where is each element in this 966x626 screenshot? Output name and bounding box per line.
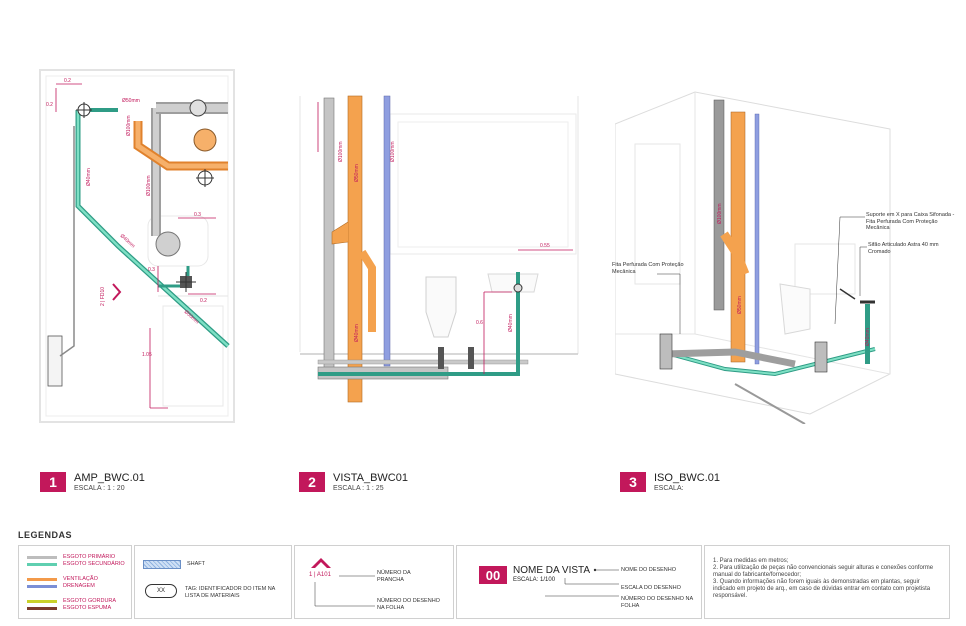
legend-notes: 1. Para medidas em metros; 2. Para utili… [704, 545, 950, 619]
legend-item: ESGOTO PRIMÁRIO [27, 554, 115, 560]
pipe-diameter-label: Ø50mm [737, 296, 743, 314]
color-swatch [27, 599, 57, 603]
dim-label: 0.55 [540, 243, 550, 249]
dim-label: 0.3 [148, 267, 155, 273]
section-drawing-label: NÚMERO DO DESENHO NA FOLHA [377, 598, 440, 611]
color-swatch [27, 606, 57, 610]
view-title-leader-lines [545, 568, 619, 597]
dim-label: 0.6 [476, 320, 483, 326]
legend-label: VENTILAÇÃO [63, 576, 98, 582]
view-scale: ESCALA: [654, 485, 684, 492]
view-sample-scale: ESCALA: 1/100 [513, 577, 556, 583]
dim-label: 0.2 [46, 102, 53, 108]
legend-label: ESGOTO ESPUMA [63, 605, 112, 611]
dim-label: 0.2 [64, 78, 71, 84]
legend-pipe-colors: ESGOTO PRIMÁRIO ESGOTO SECUNDÁRIO VENTIL… [18, 545, 132, 619]
legend-symbols: SHAFT XX TAG: IDENTIFICADOR DO ITEM NA L… [134, 545, 292, 619]
dim-label: 0.3 [194, 212, 201, 218]
section-leader-lines [314, 575, 375, 607]
legend-label: ESGOTO SECUNDÁRIO [63, 561, 125, 567]
section-number-label: NÚMERO DA PRANCHA [377, 570, 411, 583]
view-number-badge: 2 [299, 472, 325, 492]
legend-item: ESGOTO ESPUMA [27, 605, 111, 611]
shaft-hatch [143, 560, 181, 569]
legend-label: DRENAGEM [63, 583, 95, 589]
callout-support: Suporte em X para Caixa Sifonada - Fita … [866, 212, 955, 231]
legend-item: VENTILAÇÃO [27, 576, 98, 582]
color-swatch [27, 577, 57, 581]
section-symbol: 1 | A101 [309, 572, 331, 578]
view-name: AMP_BWC.01 [74, 472, 145, 484]
view-number-badge: 1 [40, 472, 66, 492]
shaft-label: SHAFT [187, 561, 206, 567]
dim-label: 0.2 [200, 298, 207, 304]
view-sample-name: NOME DA VISTA [513, 565, 591, 576]
color-swatch [27, 584, 57, 588]
view-title-1: 1 AMP_BWC.01 ESCALA : 1 : 20 [40, 472, 145, 493]
dim-label: 1.05 [142, 352, 152, 358]
scale-label: ESCALA DO DESENHO [621, 585, 681, 591]
pipe-diameter-label: Ø100mm [717, 203, 723, 224]
callout-siphon: Sifão Articulado Astra 40 mm Cromado [868, 242, 939, 255]
callout-tape: Fita Perfurada Com Proteção Mecânica [612, 262, 684, 275]
pipe-diameter-label: Ø100mm [126, 115, 132, 136]
tag-label: TAG: IDENTIFICADOR DO ITEM NA LISTA DE M… [185, 586, 276, 599]
color-swatch [27, 562, 57, 566]
section-mark: 2 | FD10 [100, 287, 106, 306]
view-title-2: 2 VISTA_BWC01 ESCALA : 1 : 25 [299, 472, 408, 493]
pipe-diameter-label: Ø40mm [508, 314, 514, 332]
pipe-diameter-label: Ø100mm [338, 141, 344, 162]
drawing-number-label: NÚMERO DO DESENHO NA FOLHA [621, 596, 693, 609]
view-name: VISTA_BWC01 [333, 472, 408, 484]
pipe-diameter-label: Ø40mm [354, 324, 360, 342]
view-2-elevation-drawing: 0.55 0.6 Ø100mm Ø50mm Ø100mm Ø40mm Ø40mm [299, 95, 579, 403]
view-scale: ESCALA : 1 : 20 [74, 485, 125, 492]
view-number-badge: 3 [620, 472, 646, 492]
view-name: ISO_BWC.01 [654, 472, 721, 484]
legend-title: LEGENDAS [18, 530, 73, 540]
view-scale: ESCALA : 1 : 25 [333, 485, 384, 492]
pipe-diameter-label: Ø100mm [146, 175, 152, 196]
pipe-diameter-label: Ø50mm [354, 164, 360, 182]
view-1-plan-drawing: 0.2 0.2 0.3 0.3 0.2 1.05 Ø50mm Ø100mm Ø1… [39, 69, 235, 423]
note-item: 3. Quando informações não forem iguais à… [713, 579, 931, 599]
tag-symbol: XX [145, 584, 177, 598]
legend-item: DRENAGEM [27, 583, 95, 589]
view-3-isometric-drawing: Ø40mm Ø100mm Ø50mm [615, 91, 891, 424]
pipe-diameter-label: Ø40mm [865, 328, 871, 346]
note-item: 2. Para utilização de peças não convenci… [713, 565, 934, 578]
pipe-diameter-label: Ø50mm [122, 98, 140, 104]
section-arrow-icon [311, 558, 331, 568]
name-label: NOME DO DESENHO [621, 567, 677, 573]
legend-label: ESGOTO GORDURA [63, 598, 117, 604]
view-number-badge: 00 [479, 566, 507, 584]
pipe-diameter-label: Ø100mm [390, 141, 396, 162]
legend-label: ESGOTO PRIMÁRIO [63, 554, 116, 560]
view-title-3: 3 ISO_BWC.01 ESCALA: [620, 472, 720, 493]
color-swatch [27, 555, 57, 559]
legend-item: ESGOTO GORDURA [27, 598, 116, 604]
pipe-diameter-label: Ø40mm [86, 168, 92, 186]
note-item: 1. Para medidas em metros; [713, 558, 789, 564]
legend-section-mark: 1 | A101 NÚMERO DA PRANCHA NÚMERO DO DES… [294, 545, 454, 619]
legend-view-title: 00 NOME DA VISTA ESCALA: 1/100 NOME DO D… [456, 545, 702, 619]
legend-item: ESGOTO SECUNDÁRIO [27, 561, 125, 567]
